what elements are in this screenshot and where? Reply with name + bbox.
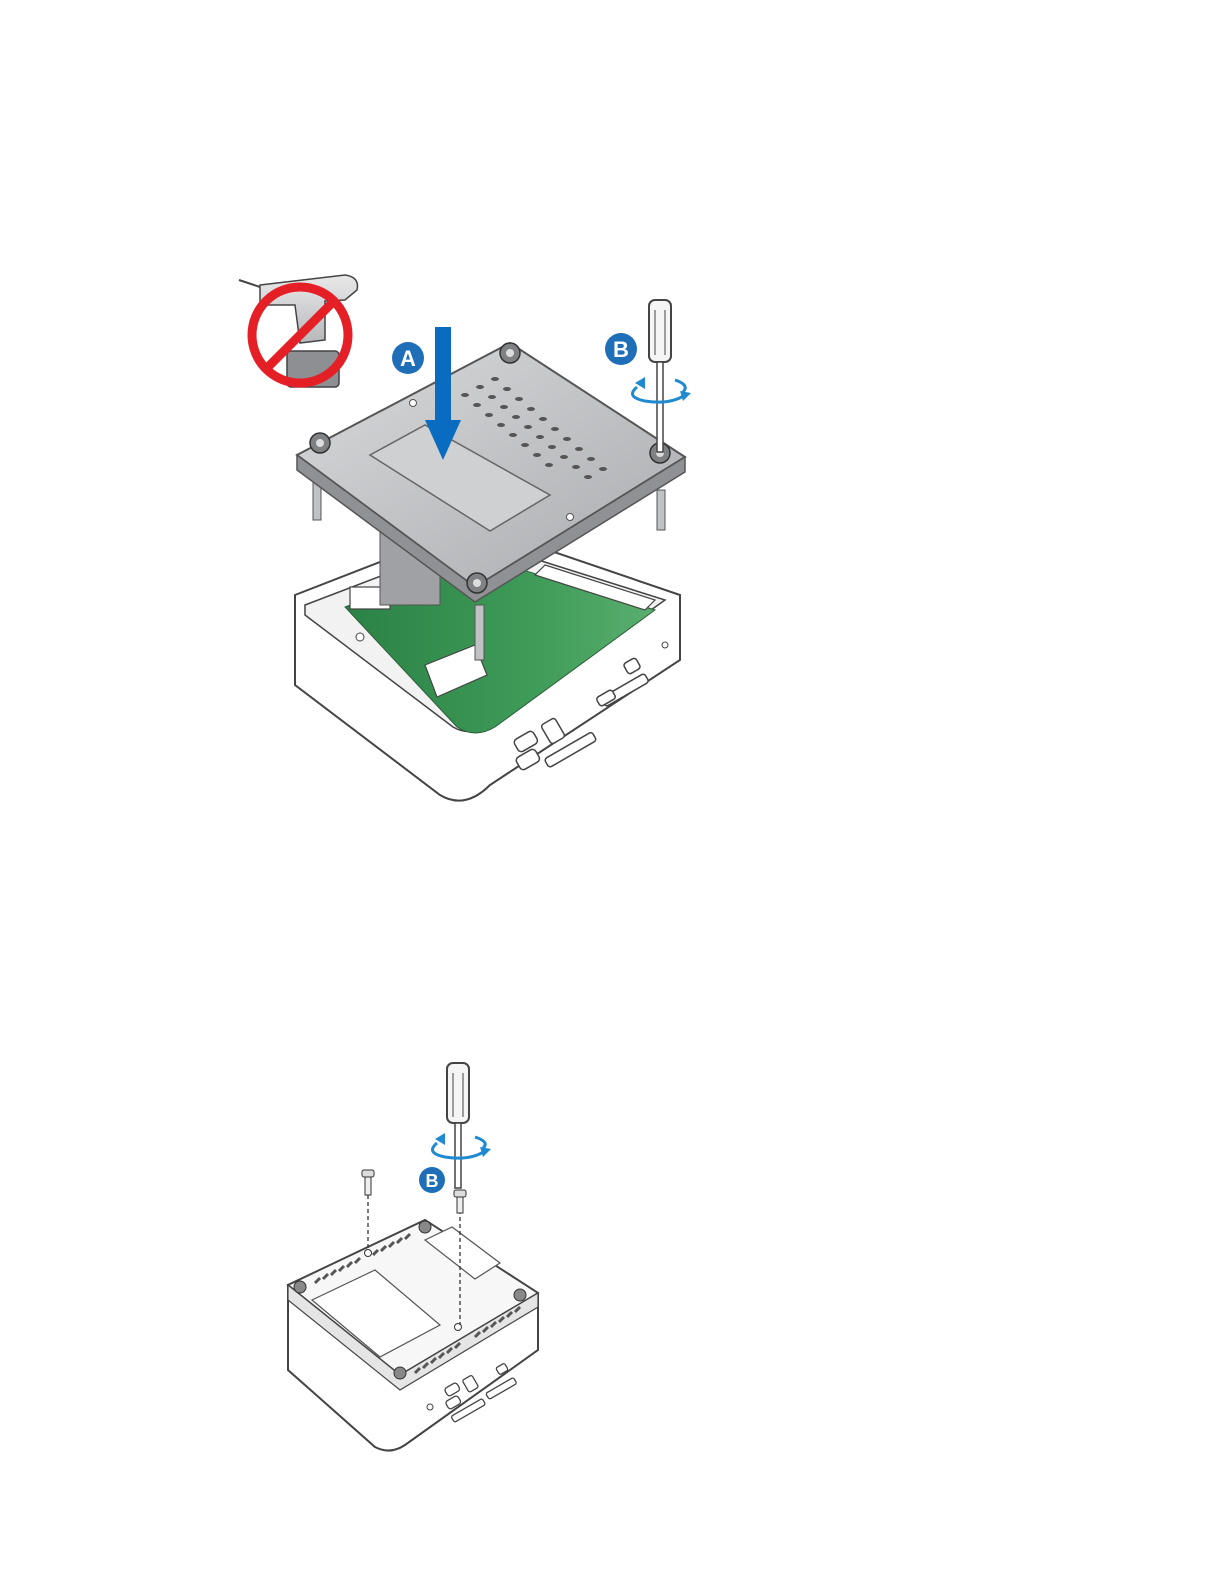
secure-chassis-screws-illustration: B	[280, 1055, 550, 1460]
screwdriver-icon	[649, 300, 671, 452]
screwdriver-icon	[447, 1063, 469, 1188]
chassis-bottom	[288, 1220, 538, 1451]
install-lid-illustration: A B	[225, 265, 705, 815]
screw-icon	[454, 1190, 466, 1213]
callout-badge: B	[419, 1167, 445, 1193]
corner-screw	[467, 573, 487, 593]
corner-screw	[500, 343, 520, 363]
callout-label: A	[400, 346, 416, 371]
no-power-drill-icon	[239, 275, 358, 387]
callout-label: B	[426, 1171, 439, 1191]
screw-icon	[362, 1170, 374, 1195]
callout-badge: A	[392, 342, 424, 374]
corner-screw	[310, 433, 330, 453]
callout-label: B	[613, 337, 629, 362]
callout-badge: B	[605, 333, 637, 365]
